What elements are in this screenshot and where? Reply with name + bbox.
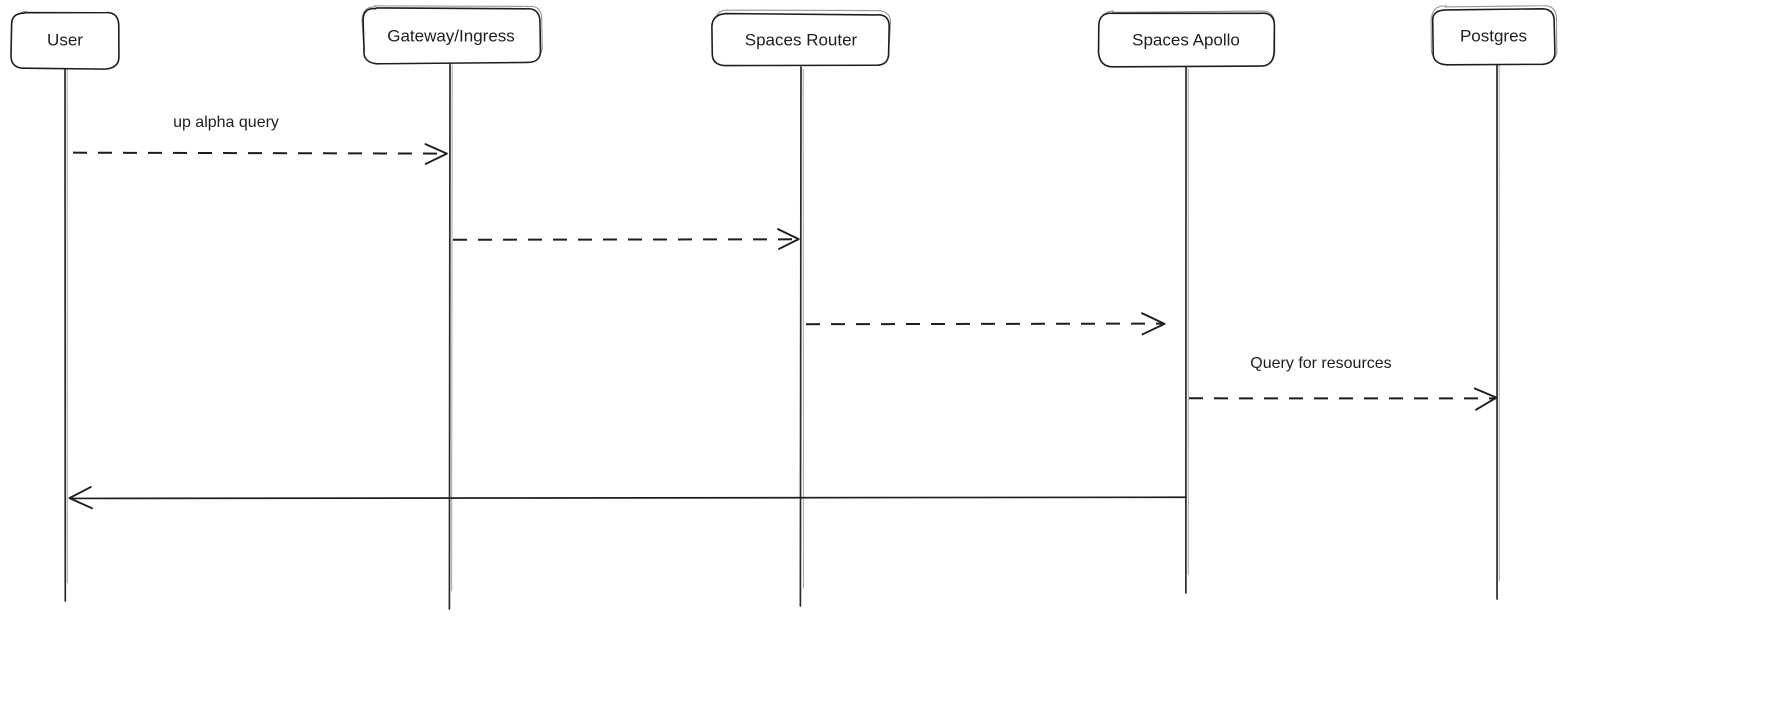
participant-label-gateway-ingress: Gateway/Ingress	[387, 26, 515, 45]
message-line-dashed	[72, 151, 448, 155]
message-label-msg-1: up alpha query	[173, 114, 279, 131]
participant-box-spaces-router[interactable]: Spaces Router	[711, 9, 892, 67]
message-msg-3[interactable]	[805, 312, 1166, 336]
participant-label-postgres: Postgres	[1460, 26, 1527, 45]
lifelines-layer	[64, 62, 1500, 610]
lifeline-line	[448, 62, 451, 610]
lifeline-postgres	[1496, 62, 1500, 600]
message-msg-2[interactable]	[452, 228, 800, 250]
participant-label-user: User	[47, 30, 83, 49]
lifeline-spaces-apollo	[1185, 66, 1189, 594]
participant-label-spaces-router: Spaces Router	[745, 30, 858, 49]
message-msg-4[interactable]	[1188, 387, 1498, 411]
lifeline-line	[799, 66, 802, 607]
lifeline-spaces-router	[799, 66, 805, 607]
message-line-dashed	[805, 322, 1165, 326]
arrowhead-open	[777, 228, 800, 250]
participant-box-outline	[711, 12, 890, 67]
participant-box-outline	[362, 7, 542, 65]
message-line-solid	[69, 496, 1187, 500]
lifeline-gateway-ingress	[448, 62, 453, 610]
arrowhead-open	[1141, 312, 1166, 336]
participant-box-outline	[1097, 12, 1276, 68]
participant-box-outline	[10, 11, 120, 70]
participant-box-outline	[1431, 8, 1556, 66]
messages-layer	[68, 143, 1498, 510]
participant-box-gateway-ingress[interactable]: Gateway/Ingress	[361, 5, 543, 65]
participant-box-spaces-apollo[interactable]: Spaces Apollo	[1097, 10, 1276, 68]
participant-label-spaces-apollo: Spaces Apollo	[1132, 30, 1240, 49]
lifeline-sketch-echo	[451, 64, 453, 592]
participant-box-user[interactable]: User	[10, 10, 120, 70]
message-msg-1[interactable]	[72, 143, 448, 165]
message-msg-5[interactable]	[68, 486, 1187, 510]
participant-box-postgres[interactable]: Postgres	[1430, 5, 1558, 66]
arrowhead-open	[68, 486, 93, 510]
lifeline-user	[64, 66, 68, 602]
message-label-msg-4: Query for resources	[1250, 355, 1391, 372]
participants-layer: User Gateway/Ingress Spaces Router Spaces A…	[10, 5, 1558, 70]
arrowhead-open	[424, 143, 448, 165]
arrowhead-open	[1473, 387, 1498, 411]
